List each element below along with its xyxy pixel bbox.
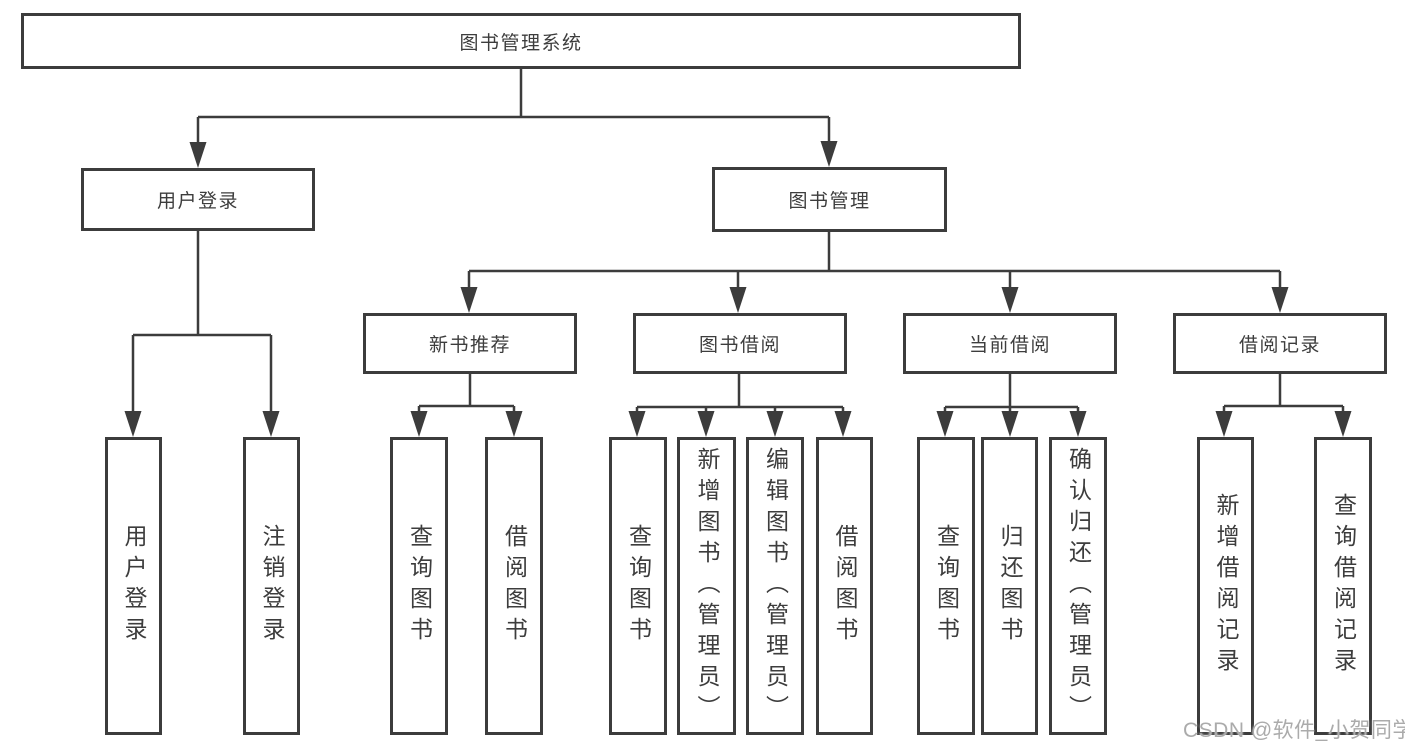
node-leaf-logout: 注销登录 [243, 437, 300, 735]
node-leaf-borrow-book: 借阅图书 [816, 437, 873, 735]
node-label-leaf-query-book-current: 查询图书 [933, 524, 960, 648]
arrowhead-icon [124, 411, 142, 437]
node-root: 图书管理系统 [21, 13, 1021, 69]
node-label-leaf-borrow-book: 借阅图书 [832, 524, 858, 648]
arrowhead-icon [262, 411, 280, 437]
arrowhead-icon [766, 411, 784, 437]
node-leaf-borrow-book-recommend: 借阅图书 [485, 437, 543, 735]
node-label-leaf-user-login: 用户登录 [121, 524, 147, 648]
node-leaf-confirm-return-admin: 确认归还（管理员） [1049, 437, 1107, 735]
arrowhead-icon [460, 287, 478, 313]
node-label-borrow-records: 借阅记录 [1238, 335, 1321, 356]
arrowhead-icon [697, 411, 715, 437]
node-label-user-login: 用户登录 [156, 191, 239, 212]
node-label-leaf-edit-book-admin: 编辑图书（管理员） [762, 446, 789, 726]
watermark: CSDN @软件_小贺同学 [1183, 719, 1405, 742]
arrowhead-icon [628, 411, 646, 437]
node-label-new-book-recommend: 新书推荐 [428, 335, 511, 356]
arrowhead-icon [505, 411, 523, 437]
arrowhead-icon [936, 411, 954, 437]
node-leaf-query-book-recommend: 查询图书 [390, 437, 448, 735]
arrowhead-icon [820, 141, 838, 167]
node-leaf-query-book-current: 查询图书 [917, 437, 975, 735]
arrowhead-icon [729, 287, 747, 313]
node-label-book-borrow: 图书借阅 [698, 335, 781, 356]
arrowhead-icon [1271, 287, 1289, 313]
arrowhead-icon [410, 411, 428, 437]
arrowhead-icon [189, 142, 207, 168]
node-new-book-recommend: 新书推荐 [363, 313, 577, 374]
node-label-leaf-query-borrow-record: 查询借阅记录 [1330, 493, 1357, 679]
node-label-current-borrow: 当前借阅 [968, 335, 1051, 356]
node-label-leaf-return-book: 归还图书 [997, 524, 1023, 648]
arrowhead-icon [1069, 411, 1087, 437]
node-label-root: 图书管理系统 [459, 32, 583, 54]
node-label-leaf-borrow-book-recommend: 借阅图书 [501, 524, 528, 648]
node-leaf-query-book-borrow: 查询图书 [609, 437, 667, 735]
node-label-leaf-query-book-borrow: 查询图书 [625, 524, 652, 648]
node-current-borrow: 当前借阅 [903, 313, 1117, 374]
node-book-management: 图书管理 [712, 167, 947, 232]
node-leaf-user-login: 用户登录 [105, 437, 162, 735]
node-borrow-records: 借阅记录 [1173, 313, 1387, 374]
node-label-book-management: 图书管理 [788, 191, 871, 212]
node-label-leaf-confirm-return-admin: 确认归还（管理员） [1065, 446, 1092, 726]
connector-path [131, 69, 1345, 413]
node-leaf-edit-book-admin: 编辑图书（管理员） [746, 437, 804, 735]
arrowhead-icon [1215, 411, 1233, 437]
arrowhead-icon [1001, 287, 1019, 313]
arrowhead-icon [1334, 411, 1352, 437]
node-leaf-return-book: 归还图书 [981, 437, 1038, 735]
node-label-leaf-logout: 注销登录 [259, 524, 285, 648]
node-label-leaf-add-book-admin: 新增图书（管理员） [694, 446, 720, 726]
node-label-leaf-add-borrow-record: 新增借阅记录 [1213, 493, 1239, 679]
arrowhead-icon [834, 411, 852, 437]
node-leaf-query-borrow-record: 查询借阅记录 [1314, 437, 1372, 735]
node-label-leaf-query-book-recommend: 查询图书 [406, 524, 433, 648]
node-user-login: 用户登录 [81, 168, 315, 231]
node-leaf-add-book-admin: 新增图书（管理员） [677, 437, 736, 735]
node-book-borrow: 图书借阅 [633, 313, 847, 374]
arrowhead-icon [1001, 411, 1019, 437]
node-leaf-add-borrow-record: 新增借阅记录 [1197, 437, 1254, 735]
